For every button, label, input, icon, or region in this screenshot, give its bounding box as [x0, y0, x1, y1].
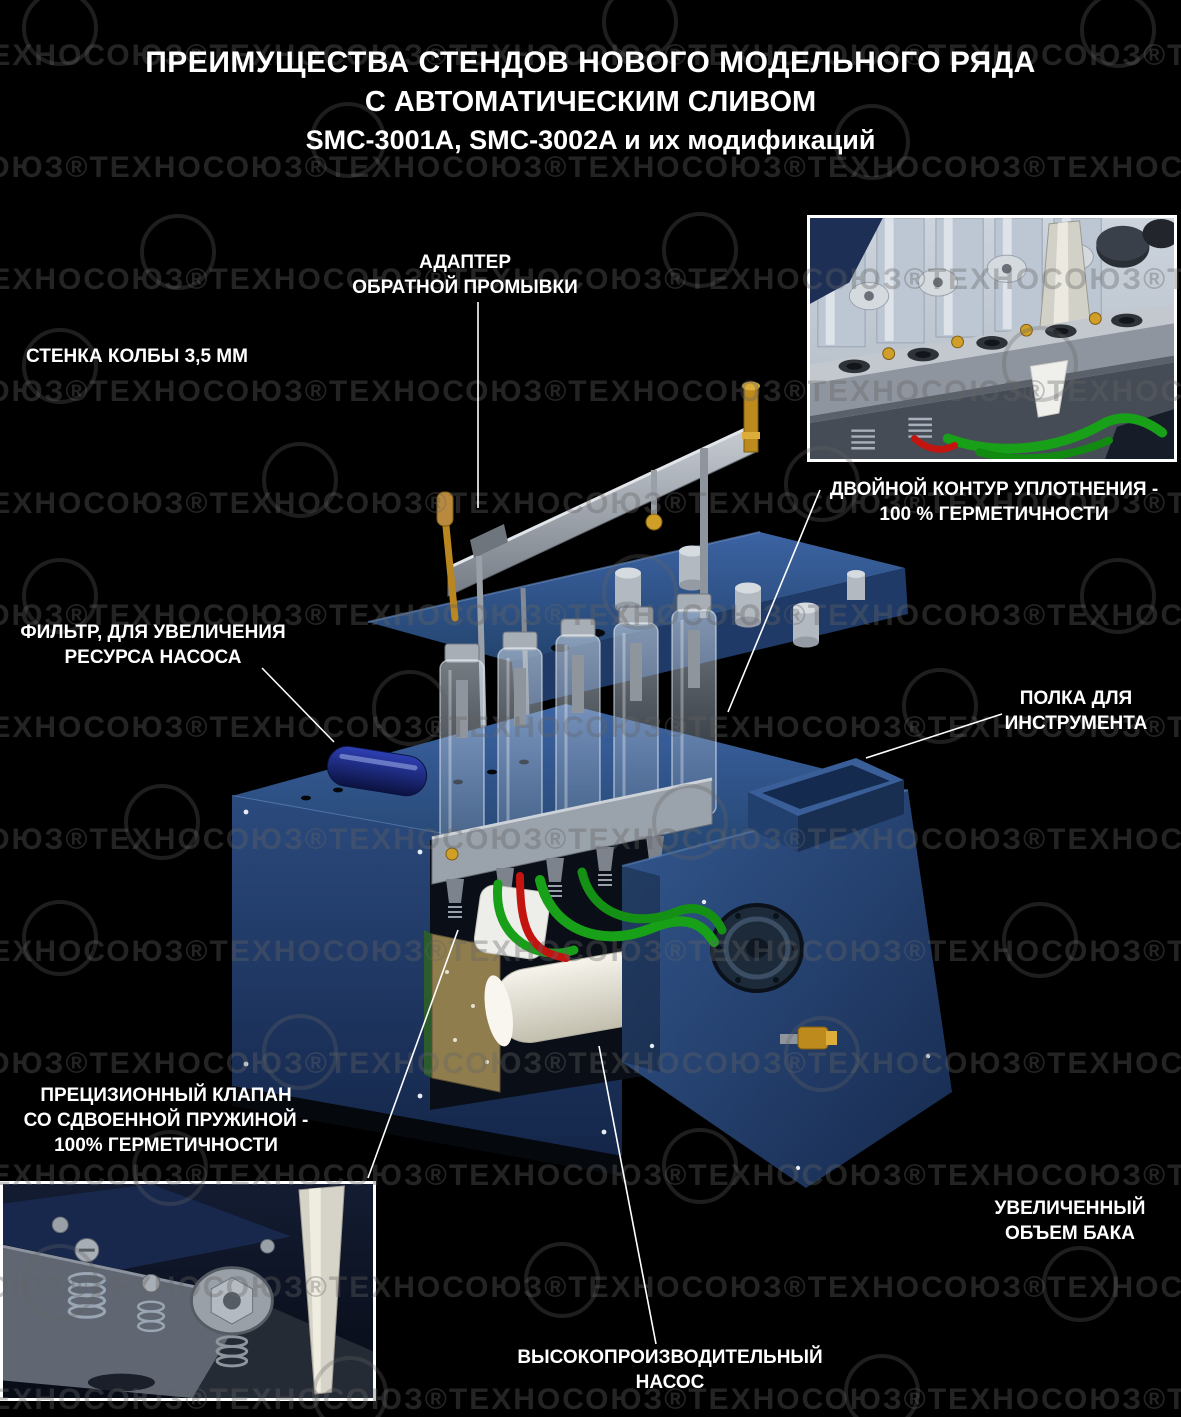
label-backflush-adapter: АДАПТЕР ОБРАТНОЙ ПРОМЫВКИ: [352, 252, 578, 299]
tool-shelf: [748, 758, 904, 852]
hoses: [493, 867, 727, 962]
inset-double-seal: [807, 215, 1177, 462]
red-hose: [516, 872, 570, 962]
inset-precision-valve: [0, 1181, 376, 1401]
page-title: ПРЕИМУЩЕСТВА СТЕНДОВ НОВОГО МОДЕЛЬНОГО Р…: [0, 46, 1181, 156]
title-line-2: С АВТОМАТИЧЕСКИМ СЛИВОМ: [364, 86, 817, 118]
valve-spring-1: [67, 1272, 107, 1319]
springs: [851, 417, 932, 450]
title-line-1: ПРЕИМУЩЕСТВА СТЕНДОВ НОВОГО МОДЕЛЬНОГО Р…: [145, 46, 1036, 79]
label-filter: ФИЛЬТР, ДЛЯ УВЕЛИЧЕНИЯ РЕСУРСА НАСОСА: [20, 622, 286, 669]
glass-flasks: [439, 593, 717, 866]
manifold: [431, 777, 713, 918]
callout-line-tool-shelf: [865, 713, 1003, 759]
title-line-3: SMC-3001A, SMC-3002A и их модификаций: [305, 125, 876, 155]
label-tool-shelf: ПОЛКА ДЛЯ ИНСТРУМЕНТА: [1004, 688, 1148, 735]
lever-handle: [436, 491, 454, 527]
seal-ports: [838, 313, 1143, 374]
label-double-seal: ДВОЙНОЙ КОНТУР УПЛОТНЕНИЯ - 100 % ГЕРМЕТ…: [829, 479, 1159, 526]
brass-screws: [882, 312, 1102, 360]
callout-line-pump: [598, 1045, 657, 1345]
callout-line-precision-valve: [367, 929, 459, 1179]
valve-deck: [3, 1246, 252, 1398]
label-flask-wall: СТЕНКА КОЛБЫ 3,5 ММ: [26, 346, 248, 367]
label-tank-volume: УВЕЛИЧЕННЫЙ ОБЪЕМ БАКА: [994, 1198, 1146, 1245]
inline-filter: [326, 745, 428, 797]
gold-valve: [645, 513, 663, 531]
label-precision-valve: ПРЕЦИЗИОННЫЙ КЛАПАН СО СДВОЕННОЙ ПРУЖИНО…: [23, 1085, 309, 1157]
callout-line-double-seal: [727, 489, 821, 713]
label-pump: ВЫСОКОПРОИЗВОДИТЕЛЬНЫЙ НАСОС: [517, 1347, 823, 1394]
callout-line-filter: [261, 667, 335, 743]
tank: [621, 789, 952, 1188]
valve-spring-2: [136, 1300, 166, 1333]
